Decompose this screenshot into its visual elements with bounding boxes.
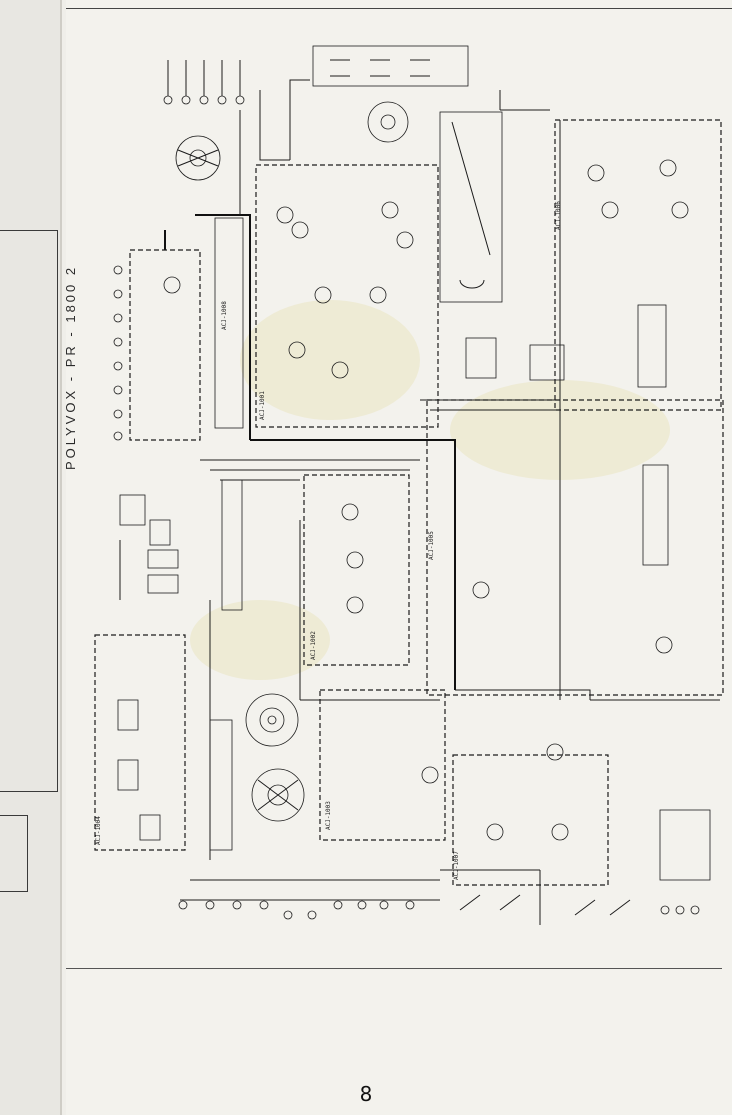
meter [465, 337, 497, 379]
block-acj-1006 [554, 119, 722, 411]
left-jacks [113, 265, 123, 441]
top-rule [66, 8, 732, 9]
connector-strip [214, 217, 244, 429]
bottom-jacks [178, 900, 700, 920]
block-label-1006: ACJ-1006 [555, 201, 562, 230]
block-acj-1002 [303, 474, 410, 666]
block-acj-1004 [94, 634, 186, 851]
connector-strip [209, 719, 233, 851]
left-page-schematic-fragment [0, 230, 58, 792]
ic-chip [637, 304, 667, 388]
connector-strip [221, 479, 243, 611]
paper-stain [190, 600, 330, 680]
top-jacks [163, 60, 245, 105]
page-title: POLYVOX - PR - 1800 2 [63, 264, 78, 470]
block-label-1004: ACJ-1004 [95, 816, 102, 845]
block-label-1008: ACJ-1008 [221, 301, 228, 330]
paper-stain [240, 300, 420, 420]
block-acj-1007 [452, 754, 609, 886]
block-label-1007: ACJ-1007 [453, 851, 460, 880]
switch-board [312, 45, 469, 87]
rotary-switch-mid [245, 693, 299, 747]
block-acj-1005 [426, 399, 724, 696]
block-acj-1003 [319, 689, 446, 841]
rotary-switch-low [251, 768, 305, 822]
block-label-1002: ACJ-1002 [310, 631, 317, 660]
block-label-1005: ACJ-1005 [428, 531, 435, 560]
left-page-schematic-fragment [0, 815, 28, 892]
transistors [163, 159, 689, 841]
meter-movement-drawing [439, 111, 503, 303]
transformers [117, 494, 179, 841]
rotary-switch-top [175, 135, 221, 181]
schematic-page [66, 0, 732, 1115]
rotary-switch-top-right [367, 101, 409, 143]
ic-chip [642, 464, 669, 566]
block-acj-1008 [129, 249, 201, 441]
left-page-margin [0, 0, 62, 1115]
block-label-1003: ACJ-1003 [325, 801, 332, 830]
switch-contacts [459, 894, 631, 916]
block-label-1001: ACJ-1001 [259, 391, 266, 420]
page-number: 8 [359, 1082, 373, 1106]
bottom-rule [66, 968, 722, 969]
block-acj-1001 [255, 164, 439, 428]
meter [529, 344, 565, 381]
ic-module [659, 809, 711, 881]
